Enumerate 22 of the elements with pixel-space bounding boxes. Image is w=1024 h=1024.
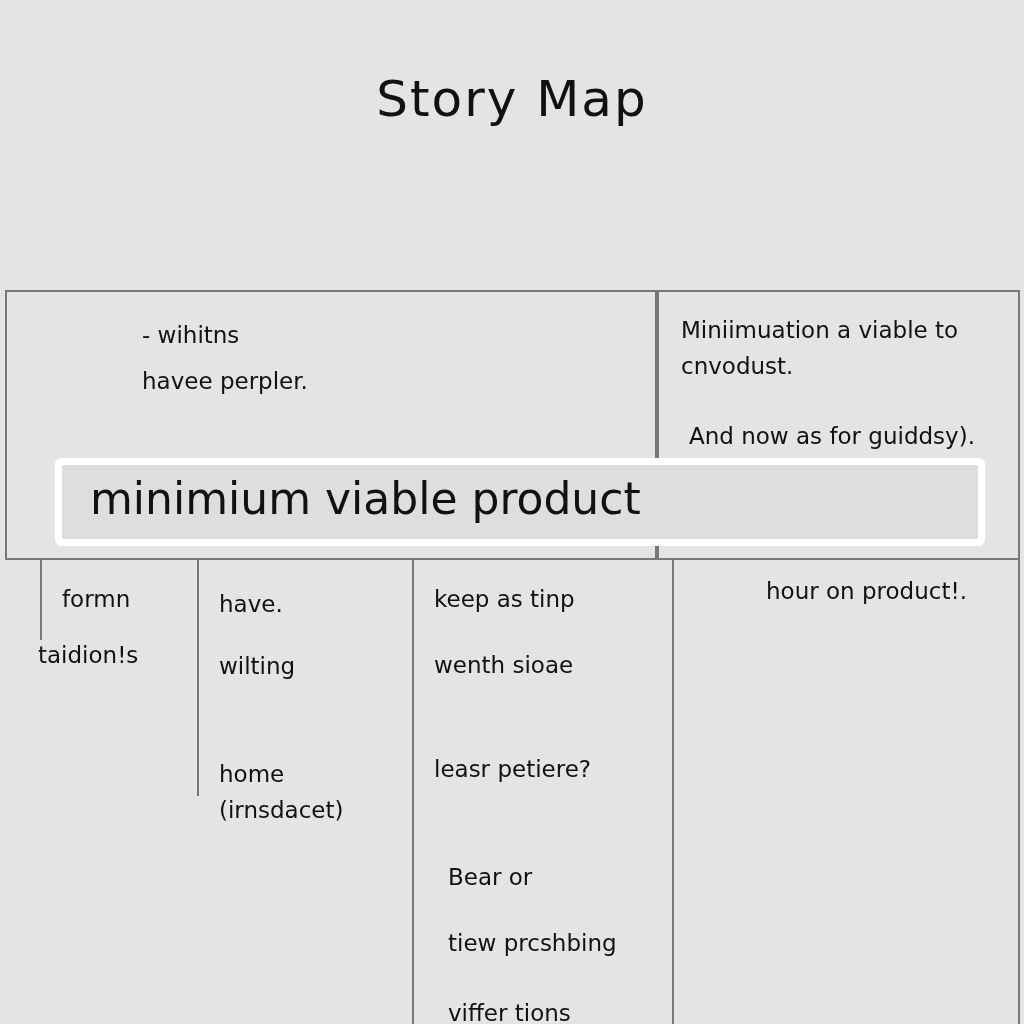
note-text: havee perpler.	[142, 368, 308, 394]
note-text: Miniimuation a viable to cnvodust.	[681, 316, 960, 381]
note-text: Bear or	[448, 864, 533, 890]
story-cell	[657, 290, 1020, 560]
note-text: keep as tinp	[434, 586, 575, 612]
note-text: wenth sioae	[434, 652, 574, 678]
note-text: viffer tions	[448, 1000, 571, 1024]
banner-text: minimium viable product	[90, 473, 641, 524]
note-text: wilting	[219, 652, 297, 681]
note-text: hour on product!.	[766, 578, 967, 604]
note-text: home (irnsdacet)	[219, 760, 345, 825]
note-text: formn	[62, 586, 131, 612]
note-text: have.	[219, 590, 284, 619]
note-text: taidion!s	[38, 642, 139, 668]
note-text: tiew prcshbing	[448, 930, 617, 956]
title: Story Map	[375, 70, 649, 128]
note-text: leasr petiere?	[434, 756, 591, 782]
mvp-banner	[55, 458, 985, 546]
story-cell	[5, 290, 657, 560]
story-column	[672, 560, 1020, 1024]
note-text: And now as for guiddsy).	[689, 422, 976, 451]
note-text: - wihitns	[142, 322, 240, 348]
